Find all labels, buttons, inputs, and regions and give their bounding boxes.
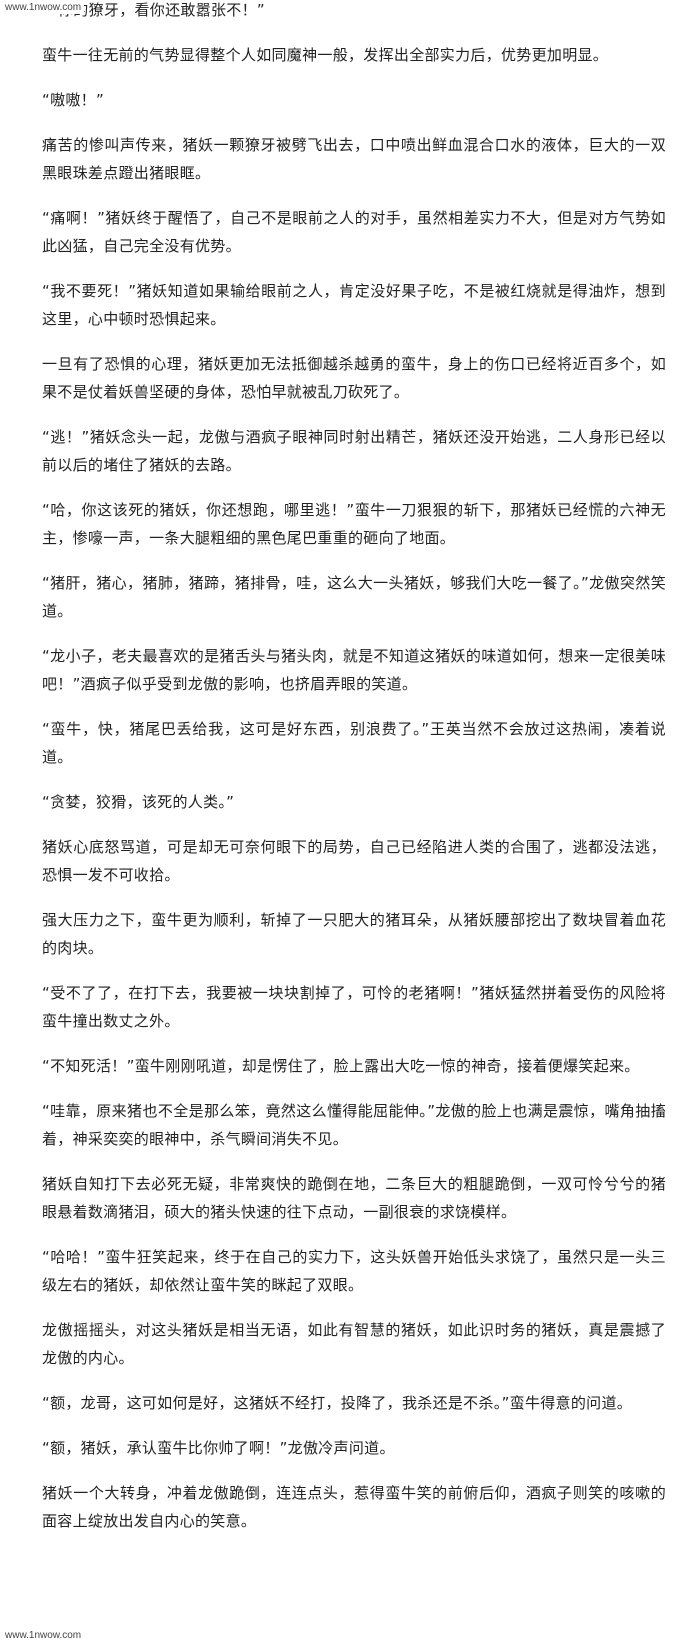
paragraph: “不知死活！”蛮牛刚刚吼道，却是愣住了，脸上露出大吃一惊的神奇，接着便爆笑起来。 [42,1057,640,1075]
paragraph: “额，龙哥，这可如何是好，这猪妖不经打，投降了，我杀还是不杀。”蛮牛得意的问道。 [42,1394,633,1412]
paragraph: “龙小子，老夫最喜欢的是猪舌头与猪头肉，就是不知道这猪妖的味道如何，想来一定很美… [42,647,666,693]
paragraph: “额，猪妖，承认蛮牛比你帅了啊！”龙傲冷声问道。 [42,1439,395,1457]
paragraph: “我不要死！”猪妖知道如果输给眼前之人，肯定没好果子吃，不是被红烧就是得油炸，想… [42,282,666,328]
paragraph: “受不了了，在打下去，我要被一块块割掉了，可怜的老猪啊！”猪妖猛然拼着受伤的风险… [42,984,666,1030]
paragraph: “嗷嗷！” [42,91,105,109]
paragraph: 龙傲摇摇头，对这头猪妖是相当无语，如此有智慧的猪妖，如此识时务的猪妖，真是震撼了… [42,1321,666,1367]
paragraph: “贪婪，狡猾，该死的人类。” [42,793,235,811]
paragraph: “蛮牛，快，猪尾巴丢给我，这可是好东西，别浪费了。”王英当然不会放过这热闹，凑着… [42,720,666,766]
paragraph: 强大压力之下，蛮牛更为顺利，斩掉了一只肥大的猪耳朵，从猪妖腰部挖出了数块冒着血花… [42,911,666,957]
paragraph: “哇靠，原来猪也不全是那么笨，竟然这么懂得能屈能伸。”龙傲的脸上也满是震惊，嘴角… [42,1102,666,1148]
site-watermark-top: www.1nwow.com [2,2,85,14]
paragraph: “逃！”猪妖念头一起，龙傲与酒疯子眼神同时射出精芒，猪妖还没开始逃，二人身形已经… [42,428,666,474]
paragraph: “猪肝，猪心，猪肺，猪蹄，猪排骨，哇，这么大一头猪妖，够我们大吃一餐了。”龙傲突… [42,574,666,620]
site-watermark-bottom: www.1nwow.com [2,1630,85,1642]
paragraph: 一旦有了恐惧的心理，猪妖更加无法抵御越杀越勇的蛮牛，身上的伤口已经将近百多个，如… [42,355,666,401]
paragraph: 猪妖心底怒骂道，可是却无可奈何眼下的局势，自己已经陷进人类的合围了，逃都没法逃，… [42,838,666,884]
paragraph: “痛啊！”猪妖终于醒悟了，自己不是眼前之人的对手，虽然相差实力不大，但是对方气势… [42,209,666,255]
paragraph: 蛮牛一往无前的气势显得整个人如同魔神一般，发挥出全部实力后，优势更加明显。 [42,46,609,64]
paragraph: 你的獠牙，看你还敢嚣张不！” [58,1,265,19]
paragraph: “哈哈！”蛮牛狂笑起来，终于在自己的实力下，这头妖兽开始低头求饶了，虽然只是一头… [42,1248,666,1294]
paragraph: 猪妖自知打下去必死无疑，非常爽快的跪倒在地，二条巨大的粗腿跪倒，一双可怜兮兮的猪… [42,1175,666,1221]
paragraph: “哈，你这该死的猪妖，你还想跑，哪里逃！”蛮牛一刀狠狠的斩下，那猪妖已经慌的六神… [42,501,666,547]
paragraph: 猪妖一个大转身，冲着龙傲跪倒，连连点头，惹得蛮牛笑的前俯后仰，酒疯子则笑的咳嗽的… [42,1484,666,1530]
paragraph: 痛苦的惨叫声传来，猪妖一颗獠牙被劈飞出去，口中喷出鲜血混合口水的液体，巨大的一双… [42,136,666,182]
article-body: 你的獠牙，看你还敢嚣张不！” 蛮牛一往无前的气势显得整个人如同魔神一般，发挥出全… [42,1,666,1530]
